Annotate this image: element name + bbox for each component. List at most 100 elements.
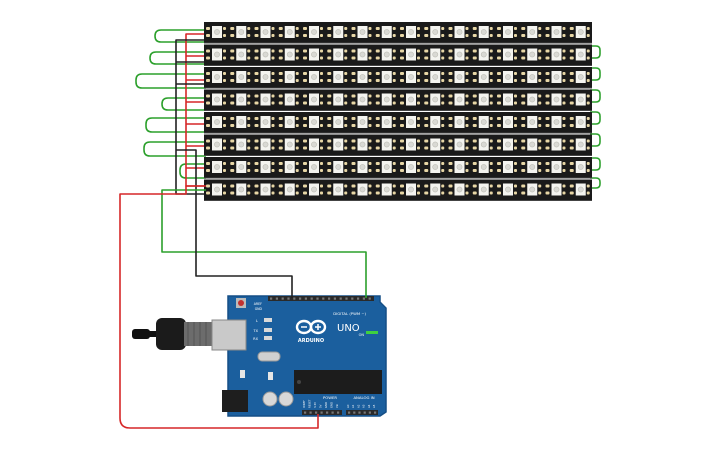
data-wire-loop[interactable] [590,133,601,147]
ws2812-led[interactable] [400,183,420,196]
header-pin[interactable] [345,297,348,300]
header-pin[interactable] [339,297,342,300]
ground-signal-wire[interactable] [195,194,293,298]
ws2812-led[interactable] [303,93,323,106]
led-strip-row[interactable] [204,44,592,67]
ws2812-led[interactable] [254,161,275,173]
ws2812-led[interactable] [448,71,469,83]
ws2812-led[interactable] [375,71,396,83]
ws2812-led[interactable] [448,48,469,61]
ws2812-led[interactable] [327,161,348,173]
ws2812-led[interactable] [206,26,226,38]
ws2812-led[interactable] [230,26,251,38]
ws2812-led[interactable] [206,161,226,173]
ws2812-led[interactable] [351,26,372,38]
ws2812-led[interactable] [327,138,348,151]
ws2812-led[interactable] [521,183,542,196]
ws2812-led[interactable] [351,71,372,83]
ws2812-led[interactable] [375,138,396,151]
ws2812-led[interactable] [351,48,372,61]
led-matrix[interactable] [204,22,592,201]
ws2812-led[interactable] [375,93,396,106]
ws2812-led[interactable] [569,183,590,196]
ws2812-led[interactable] [521,116,542,128]
ws2812-led[interactable] [206,93,226,106]
ws2812-led[interactable] [497,138,517,151]
ground-bus-wire[interactable] [175,39,206,195]
data-wire-loop[interactable] [161,97,206,111]
ws2812-led[interactable] [497,93,517,106]
ws2812-led[interactable] [327,71,348,83]
ws2812-led[interactable] [424,48,445,61]
led-strip-row[interactable] [204,112,592,134]
header-pin[interactable] [357,297,360,300]
ws2812-led[interactable] [400,138,420,151]
ws2812-led[interactable] [351,93,372,106]
ws2812-led[interactable] [521,26,542,38]
data-signal-wire[interactable] [161,189,367,298]
ground-branch-wires[interactable] [176,61,206,194]
ws2812-led[interactable] [472,26,493,38]
ws2812-led[interactable] [375,183,396,196]
ws2812-led[interactable] [278,138,299,151]
header-pin[interactable] [304,411,307,414]
power-5v-wire[interactable] [119,185,319,429]
ws2812-led[interactable] [327,183,348,196]
ws2812-led[interactable] [206,48,226,61]
header-pin[interactable] [351,297,354,300]
header-pin[interactable] [358,411,361,414]
ws2812-led[interactable] [569,48,590,61]
ws2812-led[interactable] [521,48,542,61]
led-strip-row[interactable] [204,67,592,89]
ws2812-led[interactable] [472,48,493,61]
header-pin[interactable] [299,297,302,300]
data-wire-loop[interactable] [590,157,601,171]
ws2812-led[interactable] [472,116,493,128]
ws2812-led[interactable] [375,116,396,128]
ws2812-led[interactable] [303,48,323,61]
header-pin[interactable] [368,411,371,414]
header-pin[interactable] [331,411,334,414]
ws2812-led[interactable] [545,138,566,151]
ws2812-led[interactable] [472,138,493,151]
arduino-uno-board[interactable]: ARDUINO UNO ON L TX RX DIGITAL (PWM ~) A… [132,295,387,417]
led-strip-row[interactable] [204,134,592,157]
ws2812-led[interactable] [278,161,299,173]
header-pin[interactable] [322,297,325,300]
digital-header[interactable] [268,296,374,301]
ws2812-led[interactable] [448,161,469,173]
ws2812-led[interactable] [424,93,445,106]
ws2812-led[interactable] [569,93,590,106]
ws2812-led[interactable] [400,26,420,38]
ws2812-led[interactable] [278,183,299,196]
header-pin[interactable] [362,297,365,300]
header-pin[interactable] [287,297,290,300]
ws2812-led[interactable] [254,116,275,128]
ws2812-led[interactable] [545,116,566,128]
ws2812-led[interactable] [303,183,323,196]
ws2812-led[interactable] [545,183,566,196]
header-pin[interactable] [310,297,313,300]
header-pin[interactable] [315,411,318,414]
ws2812-led[interactable] [497,71,517,83]
ws2812-led[interactable] [424,71,445,83]
ws2812-led[interactable] [424,161,445,173]
ws2812-led[interactable] [230,183,251,196]
usb-cable[interactable] [132,318,214,350]
ws2812-led[interactable] [424,116,445,128]
header-pin[interactable] [320,411,323,414]
ws2812-led[interactable] [254,93,275,106]
ws2812-led[interactable] [230,93,251,106]
ws2812-led[interactable] [472,161,493,173]
ws2812-led[interactable] [278,48,299,61]
data-wire-loop[interactable] [590,111,601,125]
ws2812-led[interactable] [375,26,396,38]
power-branch-wires[interactable] [186,55,206,169]
ws2812-led[interactable] [448,26,469,38]
ws2812-led[interactable] [497,116,517,128]
header-pin[interactable] [304,297,307,300]
header-pin[interactable] [270,297,273,300]
ws2812-led[interactable] [254,138,275,151]
ws2812-led[interactable] [400,161,420,173]
